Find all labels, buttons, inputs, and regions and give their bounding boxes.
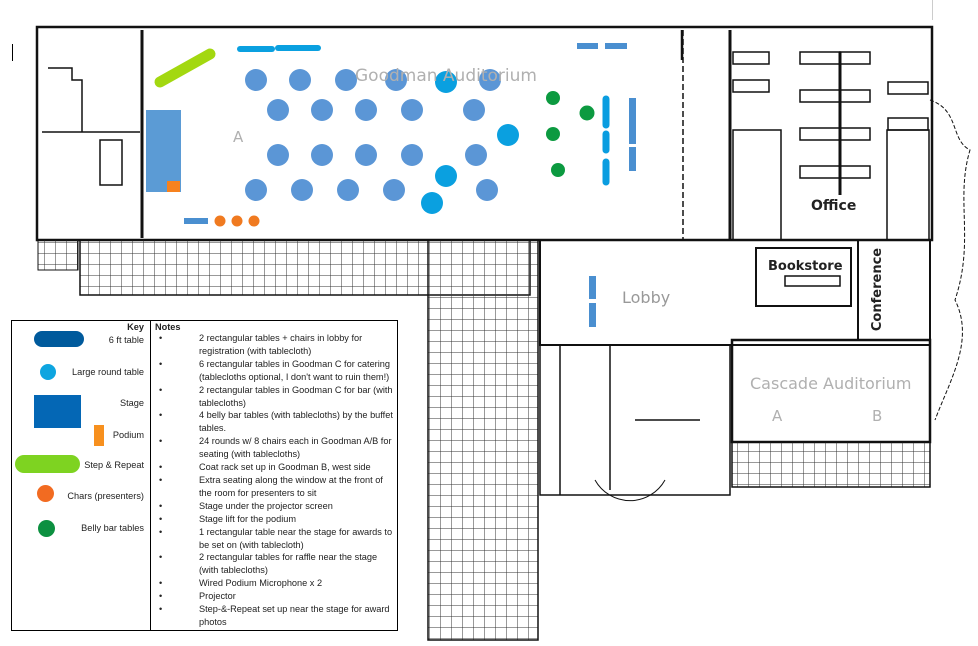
- note-item: Stage lift for the podium: [155, 513, 393, 526]
- belly-bar-table: [551, 163, 565, 177]
- six-ft-table-swatch: [34, 331, 84, 347]
- round-table: [289, 69, 311, 91]
- room-label-office: Office: [811, 198, 857, 214]
- room-label-bookstore: Bookstore: [768, 259, 843, 274]
- presenter-chair: [231, 215, 243, 227]
- step-and-repeat-swatch: [15, 455, 80, 473]
- key-label: Stage: [119, 398, 144, 408]
- belly-bar-swatch: [38, 520, 55, 537]
- note-item: 2 rectangular tables in Goodman C for ba…: [155, 384, 393, 410]
- notes-column: Notes 2 rectangular tables + chairs in l…: [151, 321, 397, 630]
- key-title: Key: [127, 322, 144, 332]
- round-table: [497, 124, 519, 146]
- note-item: Step-&-Repeat set up near the stage for …: [155, 603, 393, 629]
- registration-table: [589, 276, 596, 299]
- note-item: 6 rectangular tables in Goodman C for ca…: [155, 358, 393, 384]
- room-label-conference: Conference: [870, 247, 886, 332]
- note-item: 1 rectangular table near the stage for a…: [155, 526, 393, 552]
- round-table: [401, 99, 423, 121]
- round-table: [421, 192, 443, 214]
- round-table: [311, 99, 333, 121]
- presenter-chair-swatch: [37, 485, 54, 502]
- round-table: [291, 179, 313, 201]
- bar-table: [577, 43, 598, 49]
- note-item: 4 belly bar tables (with tablecloths) by…: [155, 409, 393, 435]
- round-table: [465, 144, 487, 166]
- round-table: [337, 179, 359, 201]
- round-table: [479, 69, 501, 91]
- belly-bar-table: [579, 105, 595, 121]
- six-ft-tables: [237, 43, 636, 327]
- belly-bar-tables: [546, 91, 595, 177]
- text-cursor: [12, 44, 13, 61]
- note-item: 2 rectangular tables + chairs in lobby f…: [155, 332, 393, 358]
- key-label: Belly bar tables: [81, 523, 144, 533]
- podium: [167, 181, 180, 192]
- belly-bar-table: [546, 127, 560, 141]
- round-table: [245, 179, 267, 201]
- awards-table: [184, 218, 208, 224]
- step-and-repeat: [154, 48, 216, 88]
- catering-table: [629, 147, 636, 171]
- note-item: 24 rounds w/ 8 chairs each in Goodman A/…: [155, 435, 393, 461]
- belly-bar-table: [546, 91, 560, 105]
- round-table: [267, 99, 289, 121]
- key-column: Key 6 ft table Large round table Stage P…: [12, 321, 151, 630]
- room-label-goodman: Goodman Auditorium: [355, 66, 537, 86]
- round-table: [401, 144, 423, 166]
- bar-table: [605, 43, 627, 49]
- room-label-cascade: Cascade Auditorium: [750, 374, 912, 393]
- presenter-chairs: [214, 215, 260, 227]
- note-item: Stage under the projector screen: [155, 500, 393, 513]
- note-item: Coat rack set up in Goodman B, west side: [155, 461, 393, 474]
- round-table: [383, 179, 405, 201]
- round-table: [245, 69, 267, 91]
- stage-swatch: [34, 395, 81, 428]
- note-item: 2 rectangular tables for raffle near the…: [155, 551, 393, 577]
- key-label: Step & Repeat: [84, 460, 144, 470]
- key-label: Large round table: [71, 367, 144, 377]
- round-table: [463, 99, 485, 121]
- presenter-chair: [248, 215, 260, 227]
- round-tables: [245, 69, 519, 214]
- note-item: Extra seating along the window at the fr…: [155, 474, 393, 500]
- round-table: [267, 144, 289, 166]
- round-table: [476, 179, 498, 201]
- room-label-cascade-a: A: [772, 407, 783, 425]
- registration-table: [589, 303, 596, 327]
- round-table: [435, 71, 457, 93]
- presenter-chair: [214, 215, 226, 227]
- round-table: [355, 144, 377, 166]
- room-label-goodman-a: A: [233, 128, 244, 146]
- notes-title: Notes: [155, 322, 181, 332]
- key-and-notes-table: Key 6 ft table Large round table Stage P…: [11, 320, 398, 631]
- room-label-lobby: Lobby: [622, 288, 671, 307]
- round-table: [435, 165, 457, 187]
- round-table: [355, 99, 377, 121]
- podium-swatch: [94, 425, 104, 446]
- page-edge: [932, 0, 933, 20]
- note-item: Projector: [155, 590, 393, 603]
- stage: [146, 110, 181, 192]
- round-table-swatch: [40, 364, 56, 380]
- terrace-grid: [37, 239, 931, 641]
- key-label: 6 ft table: [108, 335, 144, 345]
- key-label: Podium: [112, 430, 144, 440]
- round-table: [311, 144, 333, 166]
- catering-table: [629, 98, 636, 144]
- room-label-cascade-b: B: [872, 407, 883, 425]
- building-walls: [35, 25, 971, 502]
- notes-list: 2 rectangular tables + chairs in lobby f…: [155, 332, 393, 629]
- round-table: [385, 69, 407, 91]
- key-label: Chars (presenters): [67, 491, 144, 501]
- note-item: Wired Podium Microphone x 2: [155, 577, 393, 590]
- round-table: [335, 69, 357, 91]
